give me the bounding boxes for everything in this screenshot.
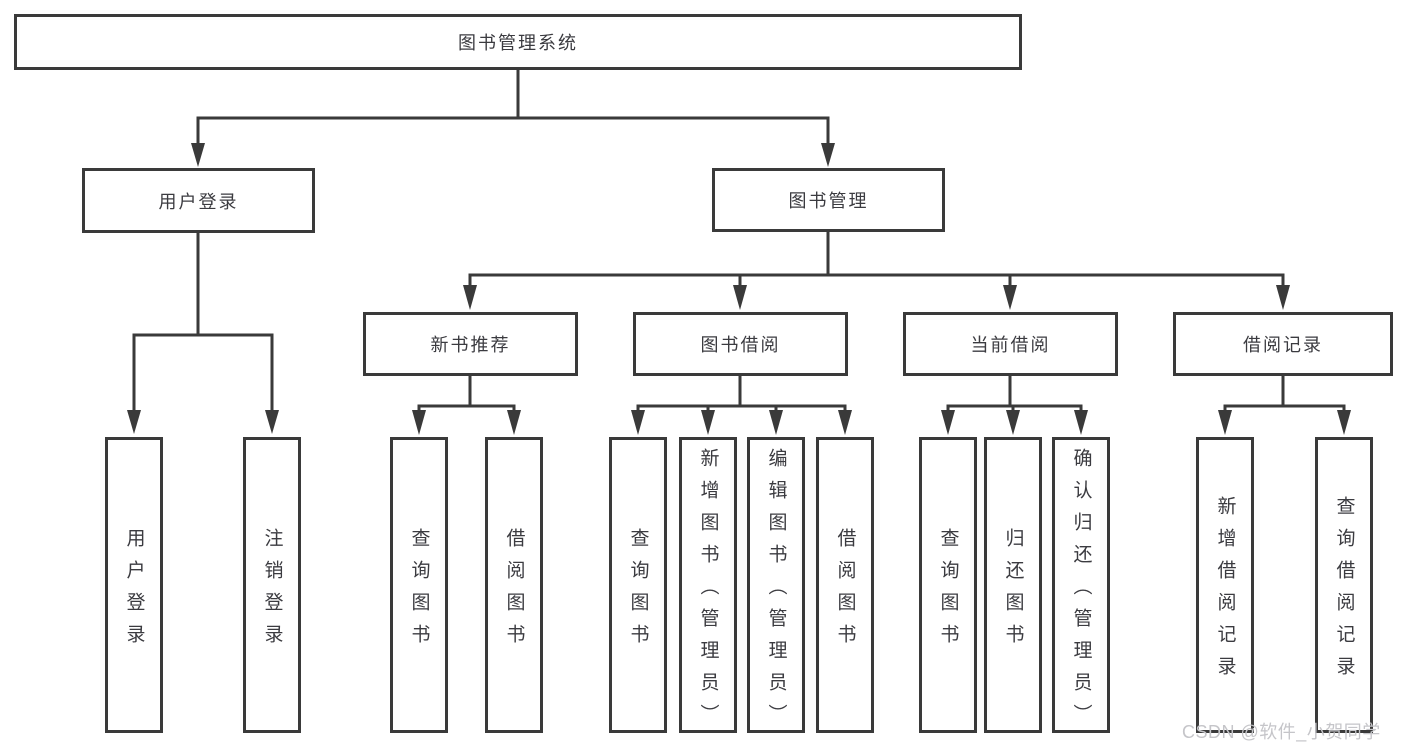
arrowhead-icon — [733, 285, 747, 310]
arrowhead-icon — [191, 143, 205, 167]
arrowhead-icon — [821, 143, 835, 167]
leaf-user-login: 用户登录 — [105, 437, 163, 733]
leaf-borrow-books: 借阅图书 — [816, 437, 874, 733]
leaf-label: 查询图书 — [937, 527, 959, 656]
leaf-label: 新增借阅记录 — [1214, 495, 1236, 688]
leaf-add-books-admin: 新增图书（管理员） — [679, 437, 737, 736]
node-book-borrowing: 图书借阅 — [633, 312, 848, 376]
arrowhead-icon — [463, 285, 477, 310]
leaf-edit-books-admin: 编辑图书（管理员） — [747, 437, 805, 736]
leaf-query-books-recommend: 查询图书 — [390, 437, 448, 733]
leaf-borrow-books-recommend: 借阅图书 — [485, 437, 543, 733]
leaf-label: 用户登录 — [123, 527, 145, 656]
leaf-label: 查询图书 — [627, 527, 649, 656]
leaf-label: 查询借阅记录 — [1333, 495, 1355, 688]
arrowhead-icon — [265, 410, 279, 434]
arrowhead-icon — [701, 410, 715, 435]
arrowhead-icon — [941, 410, 955, 435]
arrowhead-icon — [838, 410, 852, 435]
leaf-confirm-return-admin: 确认归还（管理员） — [1052, 437, 1110, 736]
node-borrowing-records: 借阅记录 — [1173, 312, 1393, 376]
connector-lines — [132, 68, 1346, 414]
leaf-label: 借阅图书 — [503, 527, 525, 656]
arrowhead-icon — [1074, 410, 1088, 435]
arrowhead-icon — [507, 410, 521, 435]
leaf-label: 借阅图书 — [834, 527, 856, 656]
csdn-watermark: CSDN @软件_小贺同学 — [1182, 722, 1381, 742]
node-current-borrowing: 当前借阅 — [903, 312, 1118, 376]
leaf-query-books-current: 查询图书 — [919, 437, 977, 733]
leaf-label: 新增图书（管理员） — [697, 447, 719, 736]
node-book-management: 图书管理 — [712, 168, 945, 232]
node-user-login: 用户登录 — [82, 168, 315, 233]
arrowhead-icon — [769, 410, 783, 435]
leaf-return-books: 归还图书 — [984, 437, 1042, 733]
leaf-label: 注销登录 — [261, 527, 283, 656]
leaf-label: 查询图书 — [408, 527, 430, 656]
arrowhead-icon — [1006, 410, 1020, 435]
arrowhead-icon — [127, 410, 141, 434]
leaf-logout: 注销登录 — [243, 437, 301, 733]
leaf-add-borrow-record: 新增借阅记录 — [1196, 437, 1254, 733]
leaf-label: 确认归还（管理员） — [1070, 447, 1092, 736]
arrowhead-icon — [631, 410, 645, 435]
node-library-management-system: 图书管理系统 — [14, 14, 1022, 70]
arrowhead-icon — [412, 410, 426, 435]
leaf-label: 归还图书 — [1002, 527, 1024, 656]
arrowhead-icon — [1218, 410, 1232, 435]
leaf-query-borrow-record: 查询借阅记录 — [1315, 437, 1373, 733]
arrowhead-icon — [1003, 285, 1017, 310]
arrowheads — [127, 143, 1351, 435]
leaf-label: 编辑图书（管理员） — [765, 447, 787, 736]
arrowhead-icon — [1276, 285, 1290, 310]
leaf-query-books-borrow: 查询图书 — [609, 437, 667, 733]
node-new-book-recommendation: 新书推荐 — [363, 312, 578, 376]
arrowhead-icon — [1337, 410, 1351, 435]
